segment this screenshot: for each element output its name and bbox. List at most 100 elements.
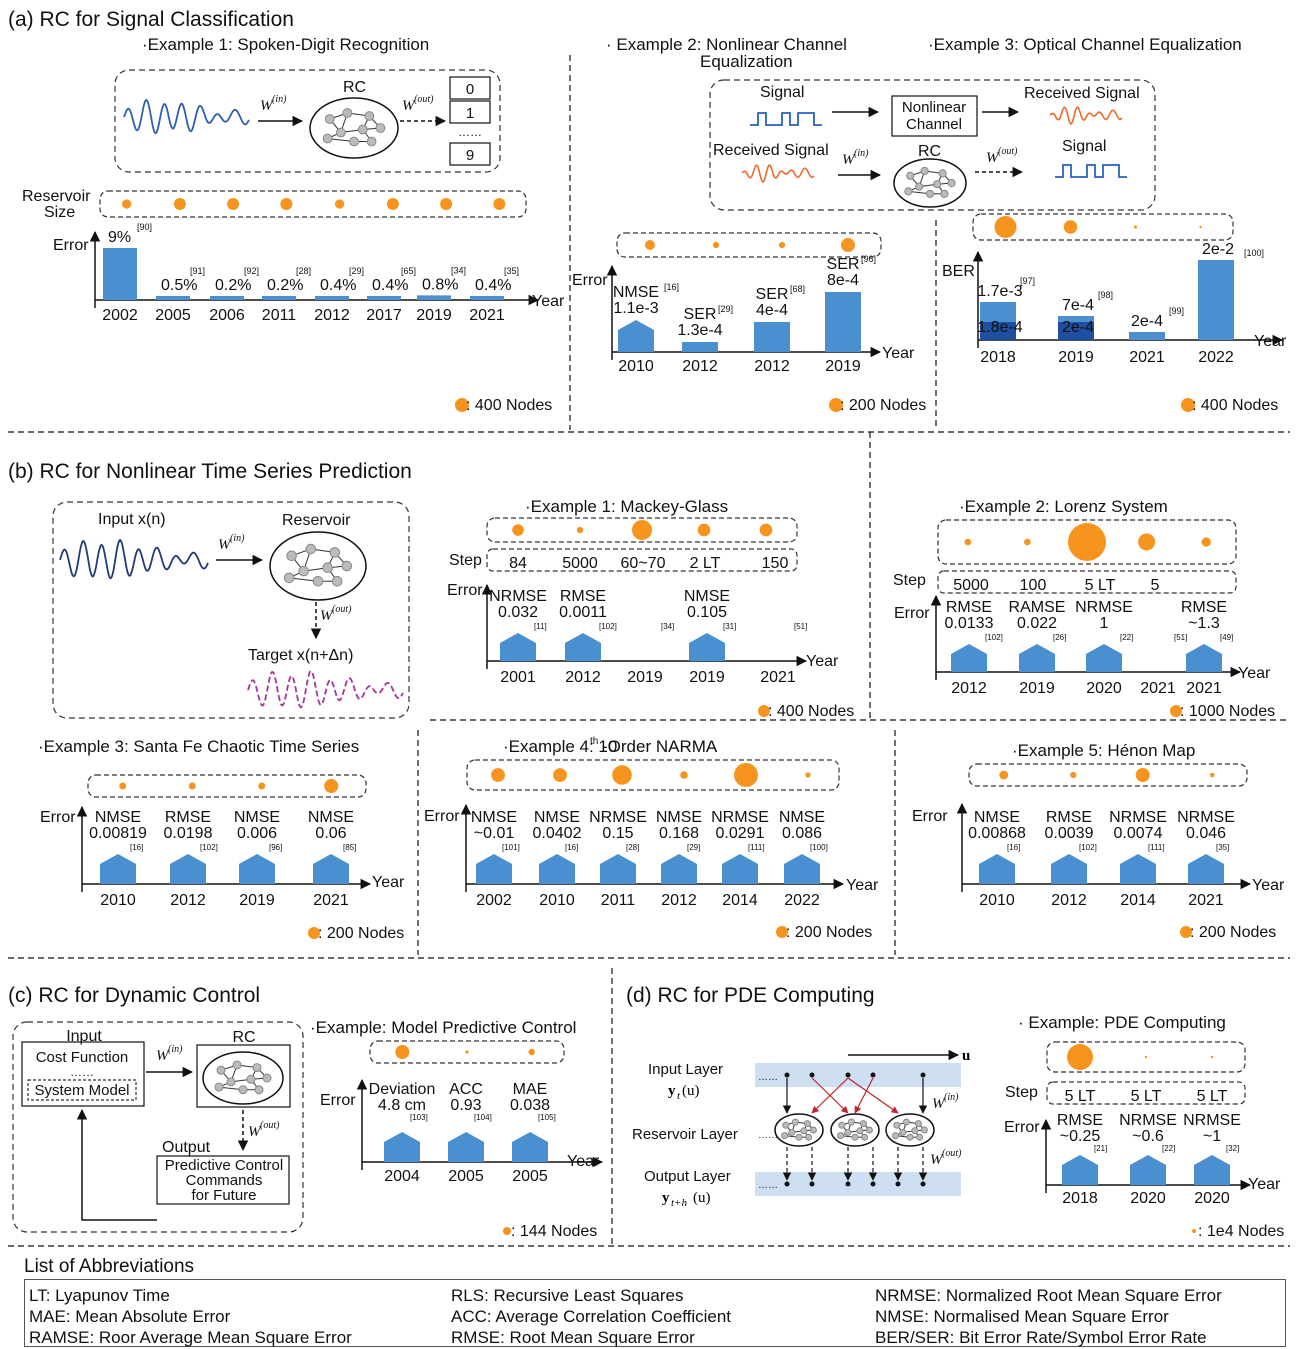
bar <box>100 854 136 884</box>
output-node <box>845 1181 851 1187</box>
reservoir-node <box>938 169 947 178</box>
bar <box>825 292 861 352</box>
x-tick: 2021 <box>1140 680 1176 697</box>
reservoir-node <box>861 1133 869 1141</box>
reservoir-node <box>838 1121 846 1129</box>
x-tick: 2014 <box>1120 892 1156 909</box>
reservoir-size-bar <box>937 519 1237 565</box>
w-out-sup: (out) <box>332 604 352 615</box>
reservoir-size-dot <box>1138 533 1156 551</box>
abbreviations-column-1: LT: Lyapunov Time MAE: Mean Absolute Err… <box>29 1285 352 1348</box>
y-axis-label: Error <box>320 1092 356 1109</box>
step-value: 5 LT <box>1131 1088 1162 1105</box>
reservoir-node <box>940 189 949 198</box>
bar-value: 0.046 <box>1186 825 1226 842</box>
bar-ref: [22] <box>1162 1144 1175 1153</box>
x-tick: 2020 <box>1086 680 1122 697</box>
output-node <box>784 1181 790 1187</box>
legend-text: : 400 Nodes <box>1192 397 1278 414</box>
rc-label: RC <box>232 1029 255 1046</box>
example-title: ·Example: Model Predictive Control <box>310 1018 576 1037</box>
x-tick: 2005 <box>155 307 191 324</box>
reservoir-node <box>847 1118 855 1126</box>
bar <box>1019 644 1055 672</box>
bar <box>784 854 820 884</box>
bar-ref: [51] <box>794 622 807 631</box>
bar-value: 0.4% <box>320 277 356 294</box>
rc-box <box>196 1044 291 1108</box>
connection <box>854 1077 874 1114</box>
reservoir-size-dot <box>1201 537 1211 547</box>
legend-dot <box>1170 705 1182 717</box>
bar-metric: RMSE <box>1057 1112 1103 1129</box>
input-layer-math: y <box>668 1083 676 1099</box>
example-title: Equalization <box>700 52 793 71</box>
reservoir-size-dot <box>1024 538 1031 546</box>
bar-ref: [34] <box>661 622 674 631</box>
step-value: 84 <box>509 555 527 572</box>
step-bar <box>486 548 798 572</box>
bar-value: 0.4% <box>475 277 511 294</box>
reservoir-size-dot <box>645 240 655 250</box>
x-tick: 2018 <box>980 349 1016 366</box>
bar-ref: [26] <box>1053 633 1066 642</box>
output-box <box>449 142 491 166</box>
w-in-label: W <box>218 537 232 553</box>
bar <box>384 1132 420 1162</box>
output-node <box>895 1181 901 1187</box>
reservoir-blob <box>774 1113 824 1147</box>
reservoir-size-dot <box>1144 1055 1148 1059</box>
bar <box>170 854 206 884</box>
w-in-sup: (in) <box>168 1044 183 1055</box>
x-tick: 2019 <box>627 669 663 686</box>
reservoir-node <box>904 187 913 196</box>
bar-value: 0.105 <box>687 604 727 621</box>
reservoir-node <box>331 576 343 587</box>
bar <box>1051 854 1087 884</box>
reservoir-node <box>305 543 317 555</box>
reservoir-size-dot <box>612 765 632 785</box>
step-value: 60~70 <box>621 555 666 572</box>
rc-label: RC <box>918 143 941 160</box>
bar <box>1130 1155 1166 1185</box>
x-tick: 2014 <box>722 892 758 909</box>
step-bar <box>1046 1081 1246 1105</box>
reservoir-node <box>216 1065 226 1075</box>
x-tick: 2002 <box>476 892 512 909</box>
input-node <box>809 1072 815 1078</box>
reservoir-size-dot <box>395 1045 410 1059</box>
x-tick: 2019 <box>825 358 861 375</box>
reservoir-size-dot <box>841 238 855 252</box>
bar-ref: [101] <box>502 843 520 852</box>
reservoir-node <box>803 1120 811 1128</box>
bar <box>618 320 654 352</box>
bar-ref: [90] <box>137 222 152 232</box>
reservoir-node <box>906 1133 914 1141</box>
bar-metric: RMSE <box>560 588 606 605</box>
reservoir-size-dot <box>712 241 720 249</box>
example-title: · Example: PDE Computing <box>1018 1013 1226 1032</box>
step-label: Step <box>893 572 926 589</box>
example-title: ·Example 1: Spoken-Digit Recognition <box>142 35 429 54</box>
reservoir-node <box>298 565 309 577</box>
bar-value: 4e-4 <box>756 302 788 319</box>
reservoir-blob <box>309 97 399 159</box>
bar-ref: [100] <box>810 843 828 852</box>
reservoir-node <box>795 1133 803 1141</box>
reservoir-size-dot <box>386 198 399 210</box>
x-tick: 2005 <box>448 1168 484 1185</box>
bar <box>1062 1155 1098 1185</box>
bar-value: 0.0133 <box>945 615 994 632</box>
bar-ref: [91] <box>190 266 205 276</box>
bar-value: 7e-4 <box>1062 297 1094 314</box>
x-axis-label: Year <box>846 877 879 894</box>
bar-value: 0.0198 <box>164 825 213 842</box>
reservoir-size-dot <box>697 523 711 537</box>
section-d-title: (d) RC for PDE Computing <box>626 984 875 1007</box>
x-tick: 2004 <box>384 1168 420 1185</box>
legend-dot <box>455 398 469 412</box>
abbr-item: LT: Lyapunov Time <box>29 1286 170 1305</box>
cost-label: Cost Function <box>36 1049 129 1066</box>
bar <box>1198 260 1234 340</box>
input-node <box>920 1072 926 1078</box>
